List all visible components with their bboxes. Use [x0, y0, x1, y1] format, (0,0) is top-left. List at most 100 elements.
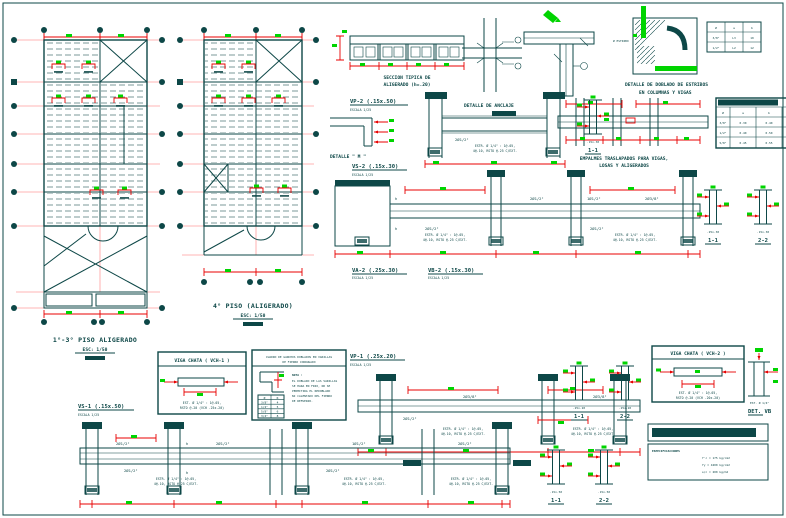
empalmes-cell: Ø	[722, 110, 724, 115]
bar-callout: 2Ø3/8"	[463, 394, 477, 399]
vs2-scale: ESCALA 1/25	[352, 173, 373, 177]
h-mark: h	[186, 470, 188, 475]
estribos-cell: 12	[750, 46, 754, 50]
empalmes-cell: b	[768, 111, 770, 115]
cuadro-cell: 5/8"	[261, 410, 268, 414]
stirrup-note: 4@.10, RSTO @.25 C/EXT.	[449, 482, 493, 486]
stirrup-note: 4@.10, RSTO @.25 C/EXT.	[571, 432, 615, 436]
estribos-cell: 1/2"	[713, 46, 720, 50]
estribos-cell: a	[733, 26, 735, 30]
nota-line: PERMITIRA EL REDOBLADO	[292, 389, 331, 393]
section-label: 1-1	[588, 148, 599, 154]
section-size: .15x.30	[587, 140, 599, 144]
nota-line: SE HARA EN FRIO, NO SE	[292, 384, 331, 388]
plan2-title: 4° PISO (ALIGERADO)	[213, 302, 293, 310]
espec-title: ESPECIFICACIONES	[652, 449, 680, 453]
title-block: ESPECIFICACIONES f'c = 175 kg/cm2 fy = 4…	[647, 423, 769, 481]
bar-callout: 2Ø1/2"	[458, 441, 472, 446]
section-label: 2-2	[599, 498, 609, 504]
empalmes-cell: 0.40	[766, 121, 773, 125]
bar-callout: 2Ø1/2"	[403, 416, 417, 421]
stirrup-note: ESTR. Ø 1/4" : 1@.05,	[425, 232, 465, 237]
stirrup-note: ESTR. Ø 1/4" : 1@.05,	[451, 476, 491, 481]
stirrup-note: ESTR. Ø 1/4" : 1@.05,	[156, 476, 196, 481]
cuadro-cell: R	[277, 396, 279, 400]
stirrup-note: ESTR. Ø 1/4" : 1@.05,	[475, 143, 515, 148]
vb2-label: VB-2 (.15x.30)	[428, 268, 474, 274]
plan-piso-1-3: 1°-3° PISO ALIGERADO ESC: 1/50	[11, 27, 165, 360]
vch2-note-2: RSTO @.20 (VCH .20x.20)	[676, 396, 720, 400]
detalle-m-label: DETALLE " M "	[330, 154, 366, 160]
cuadro-cell: 1/2"	[261, 405, 268, 409]
cuadro-table: Ø R 3/8" 4 1/2" 5 5/8" 6 3/4" 8	[257, 394, 285, 419]
estribos-cell: 3/8"	[713, 36, 720, 40]
vch2-title: VIGA CHATA ( VCH-2 )	[670, 351, 725, 357]
bar-callout: 2Ø1/2"	[216, 441, 230, 446]
estribos-cell: Ø	[715, 25, 717, 30]
nota-line: NI CALENTADO DEL FIERRO	[292, 394, 332, 398]
section-label: 2-2	[620, 414, 630, 420]
bar-callout: 2Ø1/2"	[326, 468, 340, 473]
empalmes-cell: 5/8"	[720, 141, 727, 145]
detalle-anclaje: DETALLE DE ANCLAJE	[462, 10, 595, 116]
plan1-scale: ESC: 1/50	[83, 347, 108, 353]
vs1-scale: ESCALA 1/25	[78, 413, 99, 417]
bar-callout: 1Ø1/2"	[587, 196, 601, 201]
empalmes-cell: 1/2"	[720, 131, 727, 135]
stirrup-note: ESTR. Ø 1/4" : 1@.05,	[443, 426, 483, 431]
section-size: .25x.20	[573, 406, 585, 410]
nota-line: DE REFUERZO.	[292, 399, 313, 403]
estribos-cell: b	[751, 26, 753, 30]
bar-callout: 2Ø1/2"	[590, 226, 604, 231]
stirrup-note: 4@.10, RSTO @.25 C/EXT.	[613, 238, 657, 242]
estribos-title-1: DETALLE DE DOBLADO DE ESTRIBOS	[625, 82, 708, 88]
detalle-doblado-estribos: Ø ESTRIBO Ø a b 3/8" L3 10 1/2" L2 12 DE…	[613, 6, 762, 96]
vs1-sections: .15x.50 1-1 .15x.50 2-2	[539, 445, 621, 505]
seccion-tipica-aligerado: SECCION TIPICA DE ALIGERADO (h=.20) VP-2…	[332, 30, 465, 112]
nota-title: NOTA :	[292, 373, 303, 377]
section-size: .25x.20	[619, 406, 631, 410]
nota-line: EL DOBLADO DE LAS VARILLAS	[292, 379, 338, 383]
cuadro-cell: 8	[277, 414, 279, 418]
empalmes-cell: 0.30	[740, 121, 747, 125]
plan2-scale: ESC: 1/50	[241, 313, 266, 319]
empalmes-cell: a	[742, 111, 744, 115]
bar-callout: 1Ø1/2"	[352, 441, 366, 446]
section-1-1: .25x.30 1-1	[696, 185, 730, 245]
viga-chata-vch2: VIGA CHATA ( VCH-2 ) EST. Ø 1/4" : 1@.05…	[651, 345, 745, 403]
plan-piso-4: 4° PISO (ALIGERADO) ESC: 1/50	[177, 27, 319, 326]
empalmes-title-1: EMPALMES TRASLAPADOS PARA VIGAS,	[580, 156, 669, 162]
viga-chata-vch1: VIGA CHATA ( VCH-1 ) EST. Ø 1/4" : 1@.05…	[157, 351, 247, 415]
cuadro-cell: 3/4"	[261, 414, 268, 418]
section-size: .15x.50	[598, 490, 610, 494]
stirrup-note: ESTR. Ø 1/4" : 1@.05,	[615, 232, 655, 237]
section-size: .25x.30	[707, 230, 719, 234]
empalmes-traslapados: EMPALMES TRASLAPADOS PARA VIGAS, LOSAS Y…	[557, 97, 786, 169]
section-label: 2-2	[758, 238, 768, 244]
cuadro-cell: 5	[277, 405, 279, 409]
anclaje-title: DETALLE DE ANCLAJE	[464, 103, 514, 109]
beam-elevation-va2-vb2: h h 2Ø1/2" 1Ø1/2" 2Ø3/8" 2Ø1/2" 2Ø1/2" E…	[334, 170, 780, 280]
section-label: 1-1	[708, 238, 719, 244]
vch2-note-1: EST. Ø 1/4" : 1@.05,	[679, 390, 717, 395]
cuadro-cell: 3/8"	[261, 400, 268, 404]
va2-label: VA-2 (.25x.30)	[352, 268, 398, 274]
estribos-title-2: EN COLUMNAS Y VIGAS	[639, 90, 692, 96]
bar-callout: 2Ø1/2"	[116, 441, 130, 446]
stirrup-note: 4@.10, RSTO @.25 C/EXT.	[342, 482, 386, 486]
espec-line: f'c = 175 kg/cm2	[702, 456, 730, 460]
vp1-sections: .25x.20 1-1 .25x.20 2-2	[562, 361, 642, 421]
vp2-scale: ESCALA 1/25	[350, 108, 371, 112]
bar-callout: 2Ø1/2"	[493, 110, 507, 115]
section-size: .15x.30	[757, 230, 769, 234]
vs1-label: VS-1 (.15x.50)	[78, 404, 124, 410]
va2-scale: ESCALA 1/25	[352, 276, 373, 280]
cuadro-cell: 6	[277, 410, 279, 414]
espec-line: s/c = 200 kg/m2	[702, 470, 728, 474]
stirrup-note: 4@.10, RSTO @.25 C/EXT.	[423, 238, 467, 242]
espec-line: fy = 4200 kg/cm2	[702, 463, 730, 467]
cuadro-ganchos: CUADRO DE GANCHOS DOBLADOS EN VARILLAS D…	[251, 349, 347, 421]
cuadro-cell: 4	[277, 400, 279, 404]
bar-callout: 2Ø1/2"	[124, 468, 138, 473]
stirrup-note: ESTR. Ø 1/4" : 1@.05,	[573, 426, 613, 431]
